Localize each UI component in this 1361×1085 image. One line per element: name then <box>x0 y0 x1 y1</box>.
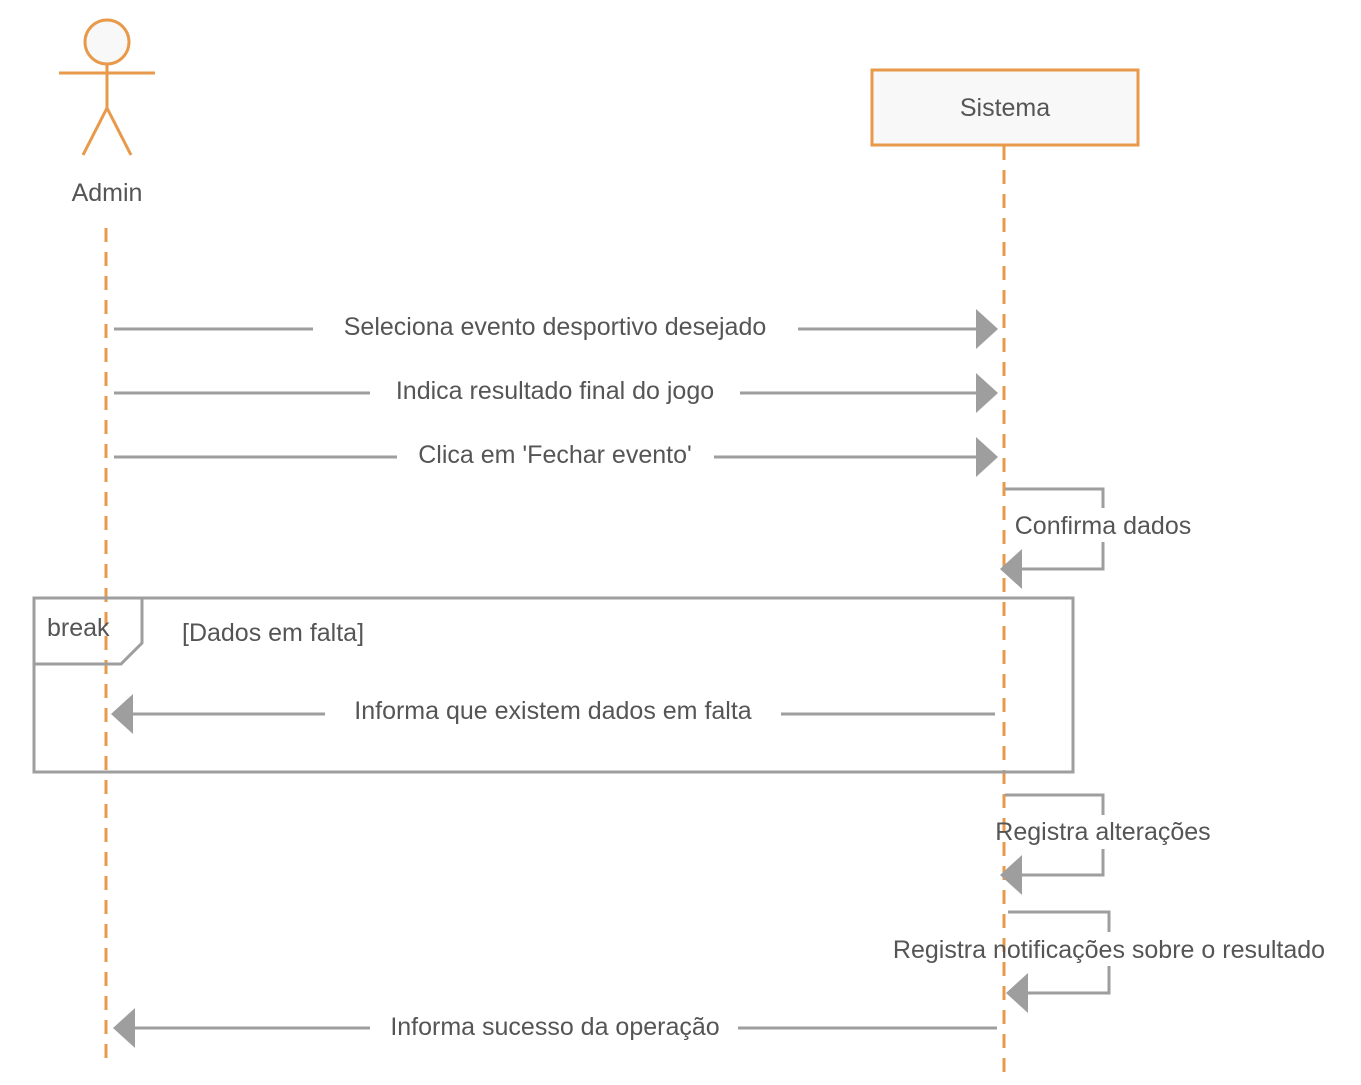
sistema-label: Sistema <box>960 94 1050 122</box>
message-arrow: Informa que existem dados em falta <box>111 694 995 734</box>
message-label: Indica resultado final do jogo <box>396 377 714 405</box>
self-message-label: Registra notificações sobre o resultado <box>893 936 1325 964</box>
message-arrow: Informa sucesso da operação <box>113 1008 997 1048</box>
self-message-label: Registra alterações <box>995 818 1210 846</box>
message-label: Informa sucesso da operação <box>390 1013 719 1041</box>
message-label: Seleciona evento desportivo desejado <box>344 313 767 341</box>
admin-actor-icon[interactable] <box>59 18 155 156</box>
self-message-arrow: Confirma dados <box>1000 487 1200 589</box>
fragment-guard: [Dados em falta] <box>182 619 364 647</box>
message-arrow: Indica resultado final do jogo <box>114 373 998 413</box>
message-arrow: Seleciona evento desportivo desejado <box>114 309 998 349</box>
admin-label: Admin <box>72 179 143 207</box>
sistema-participant[interactable]: Sistema <box>870 68 1140 147</box>
fragment-operator: break <box>47 614 110 642</box>
message-arrow: Clica em 'Fechar evento' <box>114 437 998 477</box>
break-fragment: break [Dados em falta] <box>32 596 1075 774</box>
self-message-arrow: Registra notificações sobre o resultado <box>893 910 1342 1013</box>
self-message-label: Confirma dados <box>1015 512 1191 540</box>
self-message-arrow: Registra alterações <box>995 793 1211 895</box>
message-label: Clica em 'Fechar evento' <box>418 441 692 469</box>
message-label: Informa que existem dados em falta <box>354 697 752 725</box>
